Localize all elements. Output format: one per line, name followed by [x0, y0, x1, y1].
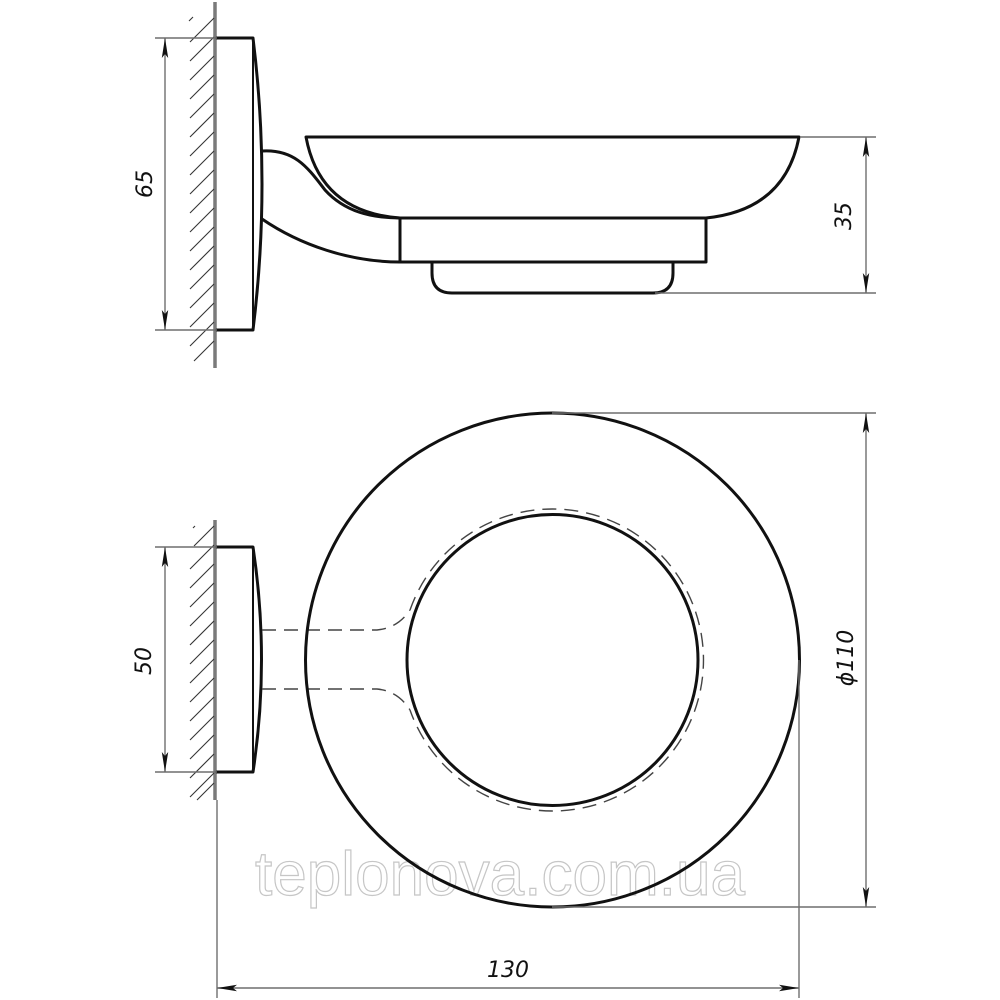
front-view: 50 ϕ110 130	[132, 411, 876, 998]
watermark-text: teplonova.com.ua	[255, 840, 746, 909]
dimension-35: 35	[655, 136, 876, 294]
dimension-label-110: ϕ110	[834, 630, 859, 687]
dimension-label-35: 35	[832, 202, 857, 230]
soap-bowl	[304, 135, 801, 220]
side-view: 65 35	[133, 2, 876, 368]
inner-dish-circle	[405, 513, 700, 807]
bowl-foot	[430, 260, 675, 295]
support-arm	[260, 149, 402, 220]
bowl-base	[398, 216, 708, 264]
dimension-diameter-110: ϕ110	[552, 412, 876, 908]
hidden-bowl-rim	[409, 508, 705, 812]
dimension-130: 130	[216, 660, 800, 998]
dimension-label-50: 50	[132, 647, 157, 675]
dimension-label-65: 65	[133, 170, 158, 198]
hidden-arm-outline	[262, 609, 411, 631]
dimension-65: 65	[133, 37, 217, 331]
wall-hatching-top	[188, 2, 217, 368]
backplate-side	[215, 36, 264, 332]
wall-hatching-bottom	[189, 520, 217, 801]
dimension-label-130: 130	[487, 958, 529, 983]
outer-dish-circle	[304, 411, 801, 909]
backplate-front	[215, 545, 263, 774]
dimension-50: 50	[132, 546, 217, 773]
